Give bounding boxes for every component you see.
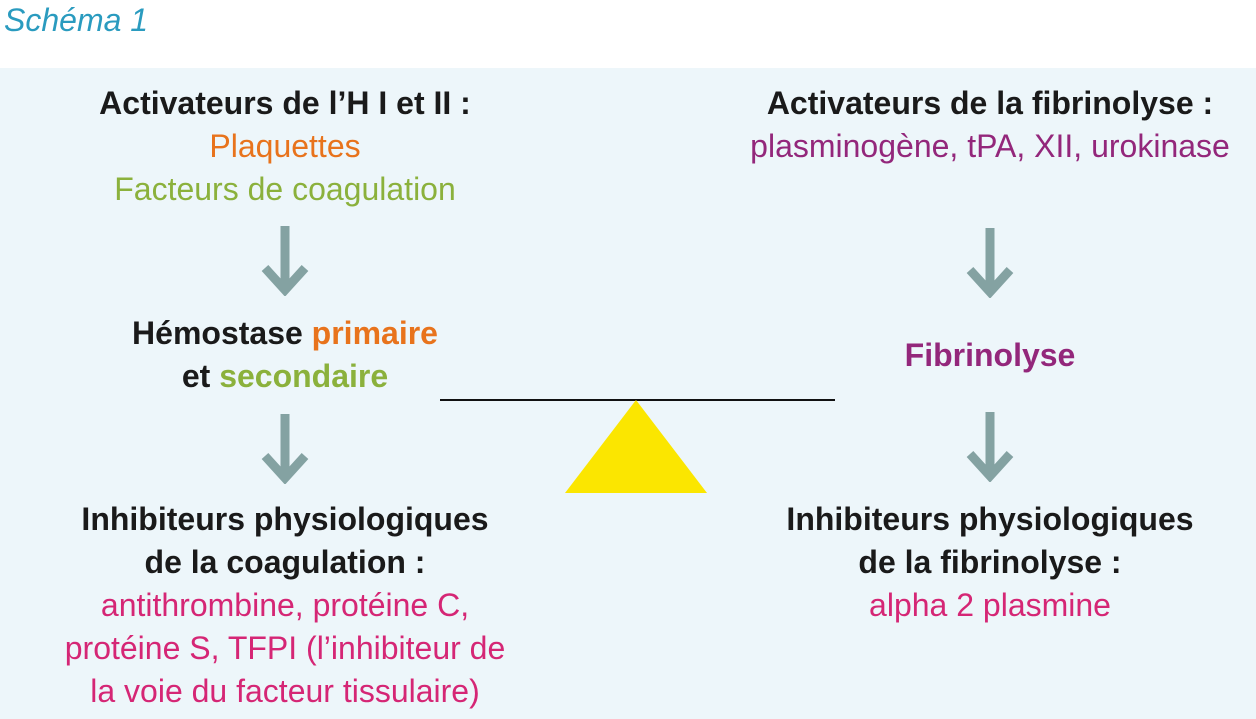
right-arrow-down-icon bbox=[966, 228, 1014, 298]
right-inhibitors-heading-2: de la fibrinolyse : bbox=[858, 544, 1122, 580]
left-inhibitors-heading-1: Inhibiteurs physiologiques bbox=[81, 501, 489, 537]
left-inhibitor-line-1: antithrombine, protéine C, bbox=[100, 587, 470, 623]
balance-fulcrum-triangle bbox=[565, 400, 707, 493]
right-inhibitors-heading-1: Inhibiteurs physiologiques bbox=[786, 501, 1194, 537]
left-inhibitors: Inhibiteurs physiologiques de la coagula… bbox=[30, 498, 540, 713]
left-inhibitor-line-2: protéine S, TFPI (l’inhibiteur de bbox=[64, 630, 506, 666]
right-activators-heading: Activateurs de la fibrinolyse : bbox=[766, 85, 1214, 121]
and-label: et bbox=[181, 358, 220, 394]
right-arrow-down-icon-2 bbox=[966, 412, 1014, 482]
right-process: Fibrinolyse bbox=[904, 337, 1076, 373]
left-inhibitor-line-3: la voie du facteur tissulaire) bbox=[90, 673, 480, 709]
figure-title: Schéma 1 bbox=[4, 2, 149, 38]
left-activators: Activateurs de l’H I et II : Plaquettes … bbox=[30, 82, 540, 211]
left-activator-platelets: Plaquettes bbox=[209, 128, 361, 164]
left-process: Hémostase primaire et secondaire bbox=[30, 312, 540, 398]
left-activators-heading: Activateurs de l’H I et II : bbox=[99, 85, 471, 121]
right-activators: Activateurs de la fibrinolyse : plasmino… bbox=[720, 82, 1256, 168]
right-activators-list: plasminogène, tPA, XII, urokinase bbox=[750, 128, 1230, 164]
left-arrow-down-icon-2 bbox=[261, 414, 309, 484]
primary-label: primaire bbox=[311, 315, 438, 351]
left-arrow-down-icon bbox=[261, 226, 309, 296]
secondary-label: secondaire bbox=[219, 358, 389, 394]
left-inhibitors-heading-2: de la coagulation : bbox=[144, 544, 426, 580]
diagram-panel bbox=[0, 68, 1256, 719]
left-activator-coag-factors: Facteurs de coagulation bbox=[114, 171, 456, 207]
right-inhibitor-line-1: alpha 2 plasmine bbox=[869, 587, 1111, 623]
hemostasis-label: Hémostase bbox=[132, 315, 312, 351]
right-inhibitors: Inhibiteurs physiologiques de la fibrino… bbox=[720, 498, 1256, 627]
